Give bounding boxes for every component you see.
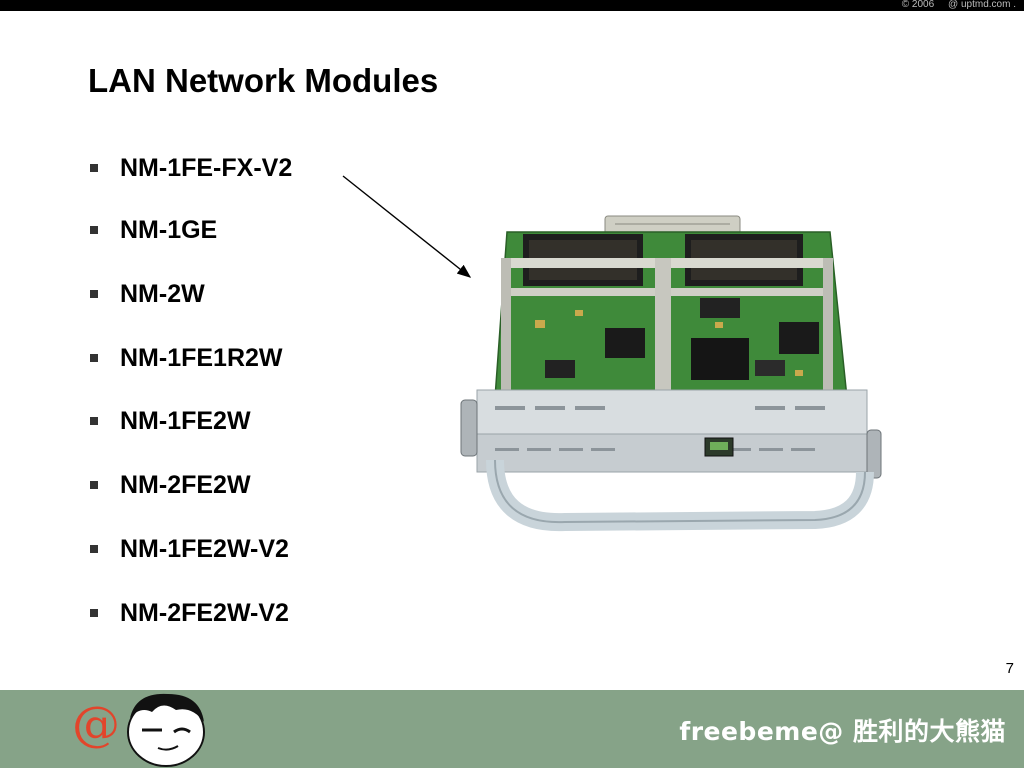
square-bullet-icon	[90, 354, 98, 362]
bullet-text: NM-2W	[120, 279, 205, 308]
bullet-text: NM-1FE1R2W	[120, 343, 283, 372]
page-number: 7	[1005, 660, 1014, 677]
square-bullet-icon	[90, 226, 98, 234]
bullet-item: NM-1FE1R2W	[90, 342, 410, 374]
bullet-item: NM-1FE-FX-V2	[90, 152, 410, 184]
bullet-item: NM-2W	[90, 278, 410, 310]
bullet-item: NM-2FE2W	[90, 469, 410, 501]
pointer-arrow	[342, 175, 472, 278]
brand-text: freebeme@ 胜利的大熊猫	[679, 717, 1006, 746]
copyright-text: © 2006 @ uptmd.com .	[901, 0, 1016, 10]
at-logo: @	[72, 696, 120, 752]
square-bullet-icon	[90, 290, 98, 298]
bullet-item: NM-1FE2W	[90, 405, 410, 437]
top-bar: © 2006 @ uptmd.com .	[0, 0, 1024, 11]
square-bullet-icon	[90, 545, 98, 553]
bullet-item: NM-1FE2W-V2	[90, 533, 410, 565]
slide-title: LAN Network Modules	[88, 62, 439, 99]
bullet-item: NM-1GE	[90, 214, 410, 246]
bullet-item: NM-2FE2W-V2	[90, 597, 410, 629]
square-bullet-icon	[90, 164, 98, 172]
network-module-photo	[460, 215, 882, 532]
bullet-text: NM-2FE2W-V2	[120, 598, 289, 627]
square-bullet-icon	[90, 481, 98, 489]
square-bullet-icon	[90, 417, 98, 425]
cartoon-face-avatar	[127, 693, 205, 767]
bullet-text: NM-2FE2W	[120, 470, 251, 499]
bullet-text: NM-1FE2W	[120, 406, 251, 435]
bullet-text: NM-1GE	[120, 215, 218, 244]
bullet-text: NM-1FE2W-V2	[120, 534, 289, 563]
bullet-text: NM-1FE-FX-V2	[120, 153, 293, 182]
square-bullet-icon	[90, 609, 98, 617]
